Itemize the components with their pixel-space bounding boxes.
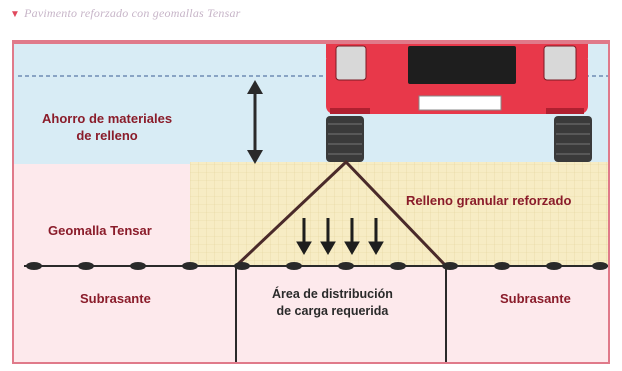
car-rear <box>326 44 588 114</box>
subgrade-left-label: Subrasante <box>80 291 151 306</box>
geogrid-label: Geomalla Tensar <box>48 223 152 238</box>
load-arrows <box>296 218 384 255</box>
diagram-frame: Ahorro de materiales de relleno Relleno … <box>12 40 610 364</box>
savings-label-line1: Ahorro de materiales <box>42 111 173 126</box>
right-tail-light <box>543 45 577 81</box>
required-area-line2: de carga requerida <box>276 304 389 318</box>
savings-arrow-up-head <box>247 80 263 94</box>
required-area-label: Área de distribución de carga requerida <box>272 286 393 320</box>
triangle-bullet-icon: ▼ <box>10 9 21 20</box>
fill-grid-texture <box>190 162 608 266</box>
savings-arrow-down-head <box>247 150 263 164</box>
subgrade-right-label: Subrasante <box>500 291 571 306</box>
reinforced-fill-label: Relleno granular reforzado <box>406 193 572 208</box>
savings-label-line2: de relleno <box>76 128 138 143</box>
left-wheel <box>326 116 364 162</box>
pavement-diagram <box>14 44 608 362</box>
savings-label: Ahorro de materiales de relleno <box>42 110 172 144</box>
load-distribution-triangle <box>234 159 448 268</box>
required-area-line1: Área de distribución <box>272 287 393 301</box>
figure-caption: ▼Pavimento reforzado con geomallas Tensa… <box>10 6 241 21</box>
license-plate <box>418 95 502 111</box>
geogrid-nodes <box>26 262 608 270</box>
rear-window <box>408 46 516 84</box>
caption-text: Pavimento reforzado con geomallas Tensar <box>24 6 241 20</box>
left-tail-light <box>335 45 367 81</box>
right-wheel <box>554 116 592 162</box>
